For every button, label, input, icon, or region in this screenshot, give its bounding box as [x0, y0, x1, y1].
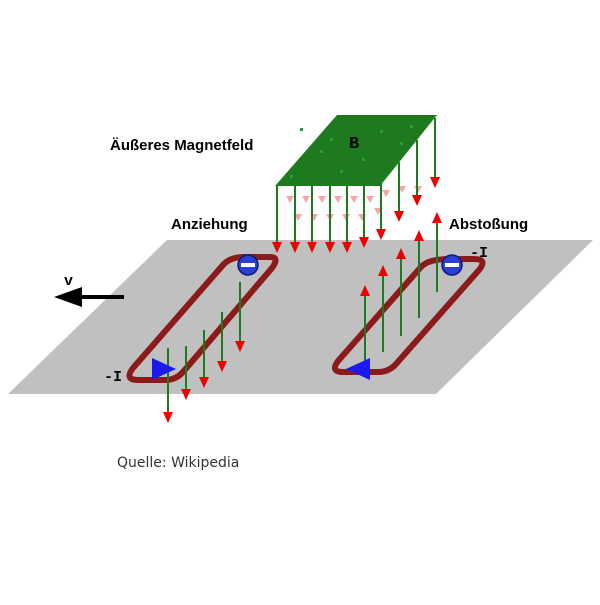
- ghost-arrow: [318, 196, 326, 203]
- ghost-arrow: [302, 196, 310, 203]
- repulsion-arrow: [432, 212, 442, 292]
- field-arrow: [394, 162, 404, 222]
- electron-badge-right: [441, 254, 463, 276]
- magnet-top-face: [275, 115, 437, 186]
- repulsion-arrows: [360, 212, 442, 370]
- magnet-label: B: [349, 135, 360, 154]
- velocity-arrow: [54, 287, 124, 307]
- repulsion-arrow: [396, 248, 406, 336]
- metal-plate: [8, 240, 593, 394]
- field-arrow: [272, 186, 282, 253]
- attraction-arrow: [181, 346, 191, 400]
- field-arrow: [359, 186, 369, 248]
- current-triangle-right: [346, 358, 370, 380]
- field-arrow: [412, 140, 422, 206]
- repulsion-arrow: [414, 230, 424, 318]
- attraction-arrow: [217, 312, 227, 372]
- field-title: Äußeres Magnetfeld: [110, 137, 254, 154]
- eddy-loop-right: [332, 256, 486, 375]
- repulsion-arrow: [378, 265, 388, 352]
- field-lines: [272, 118, 440, 253]
- magnet: [275, 115, 437, 186]
- ghost-arrow: [334, 196, 342, 203]
- repulsion-arrow: [360, 285, 370, 370]
- source-caption: Quelle: Wikipedia: [117, 455, 240, 471]
- eddy-loop-left: [126, 254, 279, 383]
- ghost-arrow: [382, 190, 390, 197]
- current-label-right: -I: [470, 245, 489, 262]
- field-arrow: [342, 186, 352, 253]
- field-arrow: [307, 186, 317, 253]
- field-arrow: [325, 186, 335, 253]
- attraction-label: Anziehung: [171, 216, 248, 233]
- electron-badge-left: [237, 254, 259, 276]
- repulsion-label: Abstoßung: [449, 216, 529, 233]
- field-arrow: [376, 180, 386, 240]
- ghost-arrow: [350, 196, 358, 203]
- field-arrow: [290, 186, 300, 253]
- ghost-arrow: [286, 196, 294, 203]
- attraction-arrow: [163, 348, 173, 423]
- magnet-texture: [290, 125, 413, 178]
- field-arrow: [430, 118, 440, 188]
- attraction-arrow: [235, 282, 245, 352]
- attraction-arrows: [163, 282, 245, 423]
- current-label-left: -I: [104, 369, 123, 386]
- ghost-arrow: [366, 196, 374, 203]
- velocity-label: v: [64, 273, 74, 290]
- attraction-arrow: [199, 330, 209, 388]
- current-triangle-left: [152, 358, 176, 380]
